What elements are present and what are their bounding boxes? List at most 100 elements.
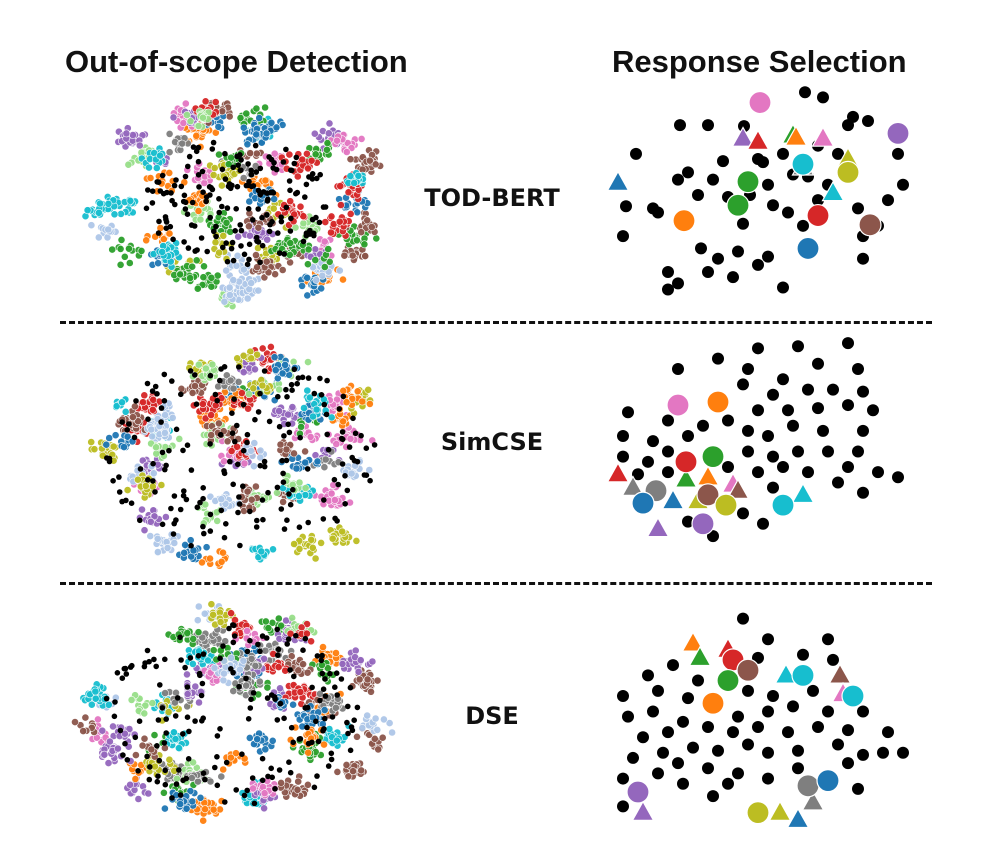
ood-point xyxy=(202,543,211,552)
ood-outlier-point xyxy=(264,212,270,218)
ood-point xyxy=(327,228,335,237)
ood-outlier-point xyxy=(195,158,202,165)
ood-outlier-point xyxy=(274,484,281,491)
ood-point xyxy=(90,445,99,454)
response-candidate-point xyxy=(812,357,824,370)
ood-point xyxy=(249,784,257,793)
ood-outlier-point xyxy=(289,387,295,394)
ood-point xyxy=(374,745,383,754)
ood-point xyxy=(312,405,321,414)
ood-outlier-point xyxy=(182,199,189,206)
ood-point xyxy=(333,768,342,776)
ood-point xyxy=(174,744,183,752)
ood-point xyxy=(209,610,217,619)
ood-point xyxy=(144,789,153,798)
ood-outlier-point xyxy=(320,686,327,692)
response-candidate-point xyxy=(752,153,764,166)
ood-point xyxy=(100,750,109,759)
ood-outlier-point xyxy=(198,235,205,241)
ood-outlier-point xyxy=(331,476,338,483)
ood-outlier-point xyxy=(152,489,158,495)
ood-outlier-point xyxy=(174,695,181,701)
ood-outlier-point xyxy=(146,658,152,665)
ood-point xyxy=(357,134,366,143)
ood-outlier-point xyxy=(225,183,232,190)
ood-outlier-point xyxy=(305,740,312,747)
ood-outlier-point xyxy=(164,189,170,196)
ood-outlier-point xyxy=(190,144,197,150)
ood-outlier-point xyxy=(209,146,216,152)
ood-point xyxy=(286,629,295,638)
ood-point xyxy=(254,286,263,295)
ood-outlier-point xyxy=(257,165,264,172)
ood-outlier-point xyxy=(323,411,330,418)
ood-point xyxy=(245,197,254,206)
response-candidate-point xyxy=(792,445,804,458)
ood-point xyxy=(303,273,312,282)
ood-outlier-point xyxy=(248,696,254,703)
response-candidate-point xyxy=(882,194,894,207)
ood-outlier-point xyxy=(218,507,225,514)
response-candidate-point xyxy=(857,748,869,761)
ood-outlier-point xyxy=(260,516,266,523)
ood-point xyxy=(388,728,396,737)
ood-outlier-point xyxy=(278,218,285,225)
response-candidate-point xyxy=(872,466,884,479)
ood-point xyxy=(140,709,149,718)
ood-point xyxy=(196,793,205,802)
ood-point xyxy=(311,256,320,264)
ood-outlier-point xyxy=(284,517,290,523)
ood-point xyxy=(255,677,264,686)
ood-point xyxy=(325,725,334,733)
ood-outlier-point xyxy=(333,670,340,676)
ood-outlier-point xyxy=(280,159,287,165)
ood-point xyxy=(263,235,272,244)
ood-outlier-point xyxy=(241,251,248,258)
ood-point xyxy=(342,398,351,407)
response-candidate-point xyxy=(767,199,779,212)
ood-outlier-point xyxy=(250,183,257,189)
ood-point xyxy=(104,199,113,208)
response-candidate-point xyxy=(812,720,824,733)
ood-point xyxy=(161,513,170,521)
response-candidate-point xyxy=(722,777,734,790)
response-candidate-point xyxy=(777,460,789,473)
ood-outlier-point xyxy=(169,197,175,204)
ood-outlier-point xyxy=(265,196,271,203)
ood-outlier-point xyxy=(317,171,324,178)
ood-point xyxy=(243,627,251,635)
ood-point xyxy=(303,260,312,269)
ood-point xyxy=(294,492,303,501)
ood-outlier-point xyxy=(194,504,201,511)
ood-outlier-point xyxy=(145,416,151,423)
ood-point xyxy=(121,407,130,416)
ood-outlier-point xyxy=(228,666,234,672)
ood-outlier-point xyxy=(200,485,206,491)
ood-point xyxy=(346,155,355,164)
ood-point xyxy=(168,413,177,422)
ood-outlier-point xyxy=(252,142,259,149)
ood-outlier-point xyxy=(255,641,261,648)
ood-point xyxy=(301,491,310,499)
ood-outlier-point xyxy=(265,489,271,496)
ood-point xyxy=(153,548,162,556)
ood-point xyxy=(150,731,159,739)
ood-outlier-point xyxy=(182,173,189,180)
ood-outlier-point xyxy=(124,427,130,433)
response-candidate-point xyxy=(897,746,909,759)
ood-point xyxy=(299,660,307,669)
ood-outlier-point xyxy=(251,800,258,807)
ood-point xyxy=(322,145,331,154)
ood-point xyxy=(223,437,232,446)
ood-outlier-point xyxy=(213,223,219,230)
ood-point xyxy=(180,548,189,557)
ood-point xyxy=(273,488,281,497)
response-candidate-point xyxy=(622,406,634,419)
ood-point xyxy=(169,728,178,737)
ood-point xyxy=(261,646,270,655)
ood-outlier-point xyxy=(310,230,317,237)
ood-point xyxy=(295,478,304,487)
response-candidate-point xyxy=(647,435,659,448)
ood-point xyxy=(207,431,216,439)
ood-point xyxy=(120,252,129,261)
